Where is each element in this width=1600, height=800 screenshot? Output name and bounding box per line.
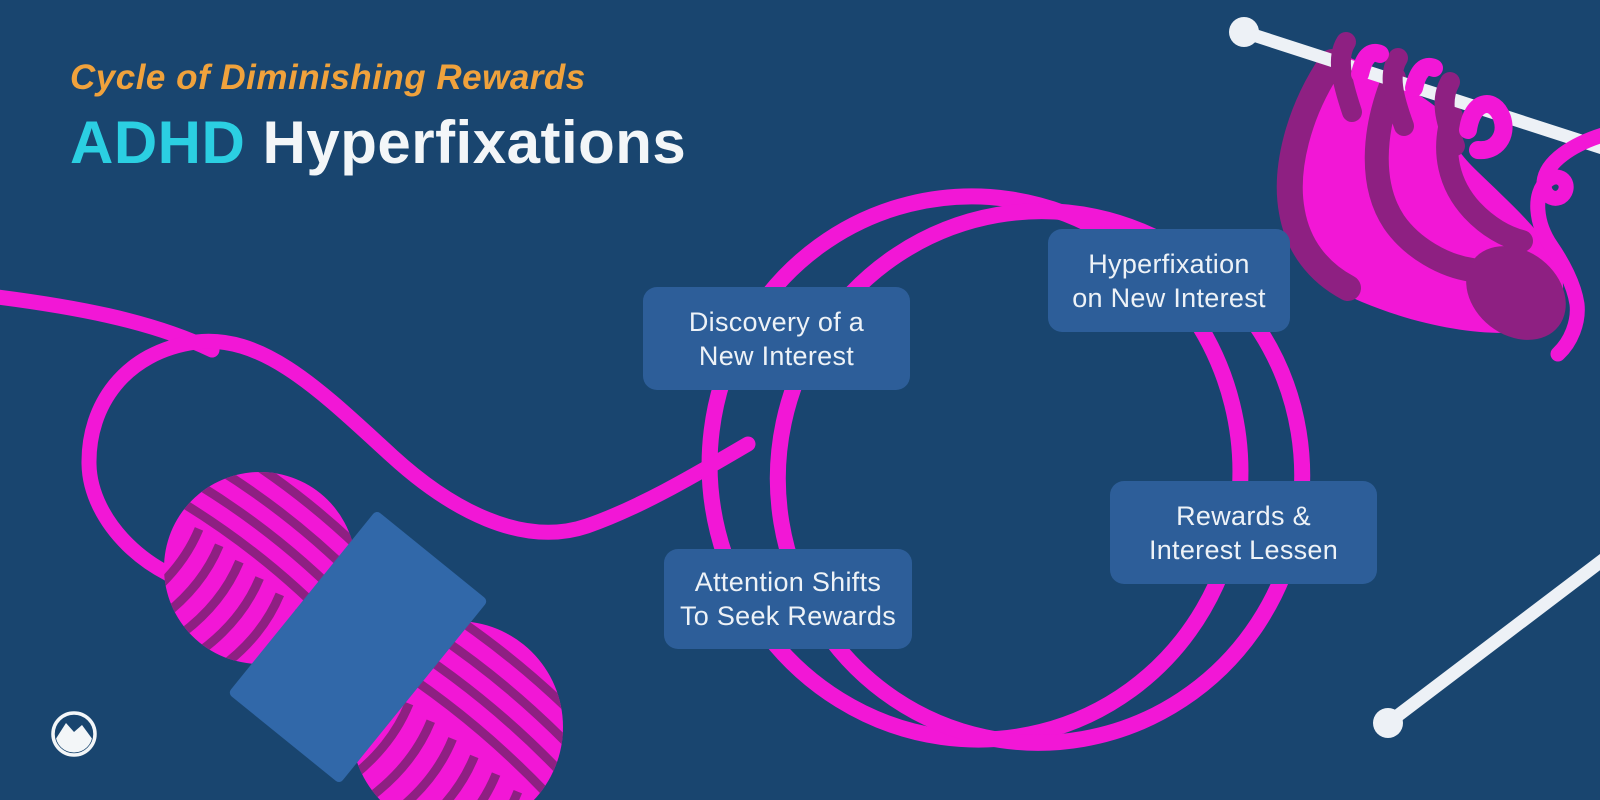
page-title: ADHD Hyperfixations	[70, 108, 686, 178]
yarn-curl-strand	[1530, 128, 1600, 362]
yarn-skein	[137, 443, 597, 800]
knitting-needle-top	[1237, 25, 1600, 154]
step-label-line: To Seek Rewards	[679, 601, 897, 631]
brand-logo	[51, 711, 97, 757]
subtitle: Cycle of Diminishing Rewards	[70, 58, 586, 97]
swatch-toe	[1466, 246, 1566, 340]
stitch-loop	[1330, 32, 1362, 122]
step-label-line: Rewards &	[1176, 500, 1311, 531]
cycle-step-attention: Attention Shifts To Seek Rewards	[664, 549, 912, 649]
cycle-step-discovery: Discovery of a New Interest	[643, 287, 910, 390]
stitch-loop	[1459, 95, 1513, 160]
swatch-stripe	[1276, 49, 1361, 301]
step-label-line: Discovery of a	[688, 306, 865, 337]
yarn-ring-outer	[701, 188, 1249, 748]
logo-circle	[51, 711, 97, 757]
cycle-step-hyperfixation: Hyperfixation on New Interest	[1048, 229, 1290, 332]
step-label-line: Attention Shifts	[694, 567, 882, 597]
knitting-needle-bottom	[1373, 553, 1600, 738]
knitting-swatch	[1229, 17, 1600, 362]
step-label-line: Hyperfixation	[1088, 248, 1250, 279]
step-label-line: New Interest	[698, 340, 855, 371]
title-highlight: ADHD	[70, 109, 246, 176]
step-label-line: Interest Lessen	[1148, 534, 1339, 565]
stitch-loop	[1405, 58, 1443, 97]
header: Cycle of Diminishing Rewards ADHD Hyperf…	[70, 56, 686, 178]
needle-knob	[1373, 708, 1403, 738]
mountain-icon	[55, 723, 93, 753]
step-label-line: on New Interest	[1072, 282, 1266, 313]
swatch-stripe	[1364, 66, 1484, 282]
title-rest: Hyperfixations	[262, 109, 687, 176]
stitch-loop	[1382, 48, 1414, 136]
stitch-loop	[1351, 44, 1389, 83]
yarn-label-band	[229, 512, 487, 782]
cycle-step-rewards: Rewards & Interest Lessen	[1110, 481, 1377, 584]
stitch-loop	[1434, 72, 1465, 156]
needle-knob	[1229, 17, 1259, 47]
yarn-loop-strand	[81, 333, 756, 596]
